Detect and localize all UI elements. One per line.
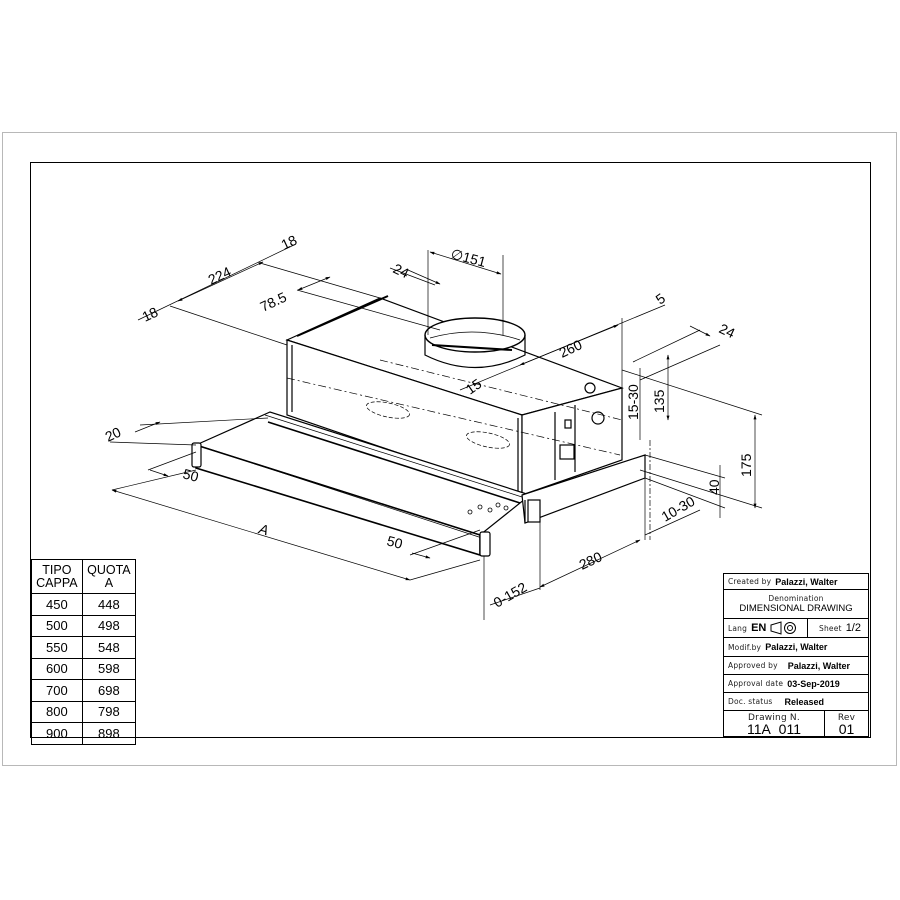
modif-by-label: Modif.by — [728, 642, 762, 652]
cell-quota: 898 — [81, 722, 137, 745]
dim-18-left: 18 — [140, 304, 161, 325]
header-tipo: TIPO — [42, 562, 72, 577]
cell-tipo: 800 — [31, 700, 83, 723]
dim-20: 20 — [103, 424, 124, 445]
cell-tipo: 700 — [31, 679, 83, 702]
lang-value: EN — [751, 622, 767, 634]
cell-quota: 448 — [81, 593, 137, 616]
dim-24-right: 24 — [717, 320, 738, 341]
dim-175: 175 — [738, 453, 754, 477]
drawing-frame — [30, 162, 871, 738]
sheet-label: Sheet — [819, 623, 842, 633]
approval-date-row: Approval date 03-Sep-2019 — [724, 675, 868, 693]
dim-0-152: 0-152 — [491, 579, 530, 611]
dimension-lines — [109, 243, 763, 620]
approved-by-value: Palazzi, Walter — [787, 660, 850, 671]
cell-quota: 548 — [81, 636, 137, 659]
hood-body — [285, 295, 624, 496]
drawing-number-cell: Drawing N. 11A_011 — [724, 711, 825, 736]
header-cappa: CAPPA — [36, 575, 78, 590]
dim-280: 280 — [577, 548, 605, 572]
approved-by-label: Approved by — [728, 661, 778, 670]
header-quota: QUOTA — [87, 562, 131, 577]
cell-tipo: 450 — [31, 593, 83, 616]
drawing-number-row: Drawing N. 11A_011 Rev 01 — [724, 711, 868, 736]
cell-tipo: 900 — [31, 722, 83, 745]
dim-diameter-151: ∅151 — [449, 245, 488, 270]
revision-value: 01 — [838, 720, 855, 737]
cell-quota: 598 — [81, 657, 137, 680]
cell-tipo: 550 — [31, 636, 83, 659]
approved-by-row: Approved by Palazzi, Walter — [724, 657, 868, 675]
sheet-cell: Sheet 1/2 — [808, 619, 868, 637]
dim-78-5: 78.5 — [258, 289, 290, 315]
doc-status-value: Released — [784, 696, 825, 707]
created-by-value: Palazzi, Walter — [775, 576, 838, 587]
dim-24-top: 24 — [391, 260, 412, 281]
dim-A: A — [256, 520, 270, 538]
sheet-outer-border — [2, 132, 897, 766]
dim-50-left: 50 — [181, 465, 200, 485]
cell-quota: 798 — [81, 700, 137, 723]
approval-date-value: 03-Sep-2019 — [787, 678, 840, 689]
revision-label: Rev — [837, 712, 856, 723]
denomination-row: Denomination DIMENSIONAL DRAWING — [724, 590, 868, 619]
dim-40: 40 — [706, 479, 722, 495]
cell-quota: 498 — [81, 614, 137, 637]
denomination-value: DIMENSIONAL DRAWING — [739, 603, 853, 614]
dim-15-30: 15-30 — [625, 384, 641, 420]
title-block: Created by Palazzi, Walter Denomination … — [723, 573, 869, 737]
modif-by-row: Modif.by Palazzi, Walter — [724, 638, 868, 657]
revision-cell: Rev 01 — [825, 711, 868, 736]
drawing-number-value: 11A_011 — [747, 720, 801, 737]
denomination-label: Denomination — [768, 594, 824, 603]
dim-5: 5 — [653, 290, 669, 308]
doc-status-row: Doc. status Released — [724, 693, 868, 711]
projection-symbol-icon — [770, 621, 797, 635]
dim-135: 135 — [651, 389, 667, 413]
lang-label: Lang — [728, 623, 748, 633]
header-a: A — [104, 575, 114, 590]
lang-cell: Lang EN — [724, 619, 808, 637]
cell-tipo: 600 — [31, 657, 83, 680]
created-by-row: Created by Palazzi, Walter — [724, 574, 868, 590]
cell-quota: 698 — [81, 679, 137, 702]
doc-status-label: Doc. status — [728, 697, 773, 706]
sheet-value: 1/2 — [845, 622, 861, 634]
dim-18-top: 18 — [279, 232, 300, 253]
lang-sheet-row: Lang EN Sheet 1/2 — [724, 619, 868, 638]
modif-by-value: Palazzi, Walter — [765, 642, 828, 652]
approval-date-label: Approval date — [728, 679, 784, 688]
dim-224: 224 — [206, 263, 234, 287]
drawing-number-label: Drawing N. — [748, 712, 800, 723]
created-by-label: Created by — [728, 577, 772, 586]
dim-50-right: 50 — [385, 532, 404, 552]
cell-tipo: 500 — [31, 614, 83, 637]
